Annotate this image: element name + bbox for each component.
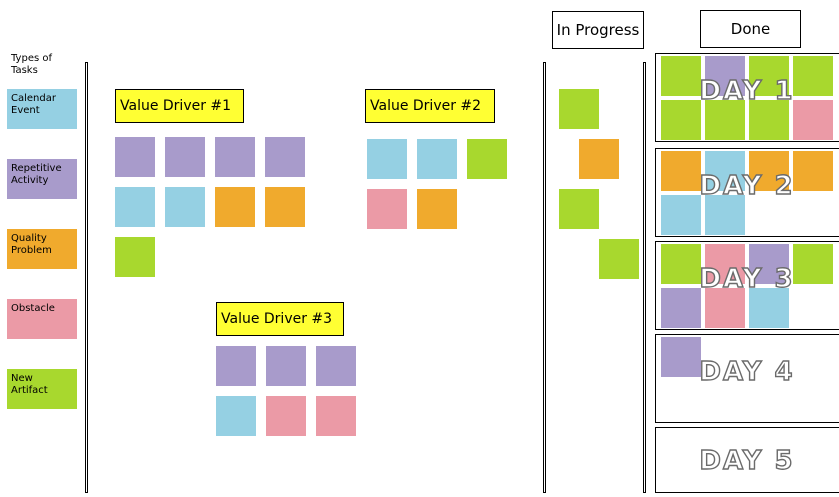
in-progress-divider-left	[543, 62, 546, 493]
legend-calendar-event: Calendar Event	[7, 89, 77, 129]
value-driver-2-note-obstacle[interactable]	[367, 189, 407, 229]
in-progress-note-new-artifact[interactable]	[559, 189, 599, 229]
value-driver-1-note-repetitive-activity[interactable]	[165, 137, 205, 177]
legend-label: Calendar Event	[11, 93, 56, 116]
value-driver-2-note-quality-problem[interactable]	[417, 189, 457, 229]
day-3-note-new-artifact[interactable]	[793, 244, 833, 284]
value-driver-2-label: Value Driver #2	[365, 89, 495, 123]
value-driver-1-note-calendar-event[interactable]	[165, 187, 205, 227]
day-5-row	[655, 427, 839, 493]
day-1-note-new-artifact[interactable]	[793, 56, 833, 96]
done-header: Done	[700, 10, 801, 48]
value-driver-1-note-calendar-event[interactable]	[115, 187, 155, 227]
legend-label: Obstacle	[11, 303, 55, 314]
value-driver-1-note-repetitive-activity[interactable]	[265, 137, 305, 177]
legend-new-artifact: New Artifact	[7, 369, 77, 409]
day-1-note-new-artifact[interactable]	[749, 100, 789, 140]
in-progress-divider-right	[643, 62, 646, 493]
day-3-note-repetitive-activity[interactable]	[749, 244, 789, 284]
day-3-note-new-artifact[interactable]	[661, 244, 701, 284]
legend-obstacle: Obstacle	[7, 299, 77, 339]
in-progress-note-new-artifact[interactable]	[559, 89, 599, 129]
day-4-note-repetitive-activity[interactable]	[661, 337, 701, 377]
value-driver-2-note-calendar-event[interactable]	[417, 139, 457, 179]
in-progress-note-new-artifact[interactable]	[599, 239, 639, 279]
value-driver-1-note-new-artifact[interactable]	[115, 237, 155, 277]
value-driver-3-label: Value Driver #3	[216, 302, 344, 336]
day-1-note-new-artifact[interactable]	[705, 100, 745, 140]
value-driver-1-note-repetitive-activity[interactable]	[215, 137, 255, 177]
value-driver-1-label: Value Driver #1	[115, 89, 244, 123]
day-1-note-obstacle[interactable]	[793, 100, 833, 140]
day-3-note-repetitive-activity[interactable]	[661, 288, 701, 328]
day-1-note-repetitive-activity[interactable]	[705, 56, 745, 96]
day-3-note-obstacle[interactable]	[705, 288, 745, 328]
value-driver-1-note-quality-problem[interactable]	[215, 187, 255, 227]
backlog-divider	[85, 62, 88, 493]
day-2-note-quality-problem[interactable]	[793, 151, 833, 191]
day-3-note-calendar-event[interactable]	[749, 288, 789, 328]
legend-title: Types of Tasks	[11, 53, 52, 76]
value-driver-3-note-obstacle[interactable]	[316, 396, 356, 436]
day-2-note-calendar-event[interactable]	[705, 195, 745, 235]
value-driver-1-note-quality-problem[interactable]	[265, 187, 305, 227]
value-driver-3-note-repetitive-activity[interactable]	[216, 346, 256, 386]
day-2-note-quality-problem[interactable]	[661, 151, 701, 191]
day-3-note-obstacle[interactable]	[705, 244, 745, 284]
value-driver-2-note-calendar-event[interactable]	[367, 139, 407, 179]
in-progress-note-quality-problem[interactable]	[579, 139, 619, 179]
day-2-note-calendar-event[interactable]	[705, 151, 745, 191]
day-2-note-quality-problem[interactable]	[749, 151, 789, 191]
value-driver-3-note-calendar-event[interactable]	[216, 396, 256, 436]
legend-label: Quality Problem	[11, 233, 52, 256]
value-driver-3-note-obstacle[interactable]	[266, 396, 306, 436]
value-driver-3-note-repetitive-activity[interactable]	[266, 346, 306, 386]
legend-label: New Artifact	[11, 373, 48, 396]
day-2-note-calendar-event[interactable]	[661, 195, 701, 235]
value-driver-1-note-repetitive-activity[interactable]	[115, 137, 155, 177]
value-driver-3-note-repetitive-activity[interactable]	[316, 346, 356, 386]
legend-quality-problem: Quality Problem	[7, 229, 77, 269]
legend-repetitive-activity: Repetitive Activity	[7, 159, 77, 199]
day-1-note-new-artifact[interactable]	[661, 100, 701, 140]
day-1-note-new-artifact[interactable]	[661, 56, 701, 96]
legend-label: Repetitive Activity	[11, 163, 62, 186]
in-progress-header: In Progress	[552, 11, 644, 49]
value-driver-2-note-new-artifact[interactable]	[467, 139, 507, 179]
day-1-note-new-artifact[interactable]	[749, 56, 789, 96]
